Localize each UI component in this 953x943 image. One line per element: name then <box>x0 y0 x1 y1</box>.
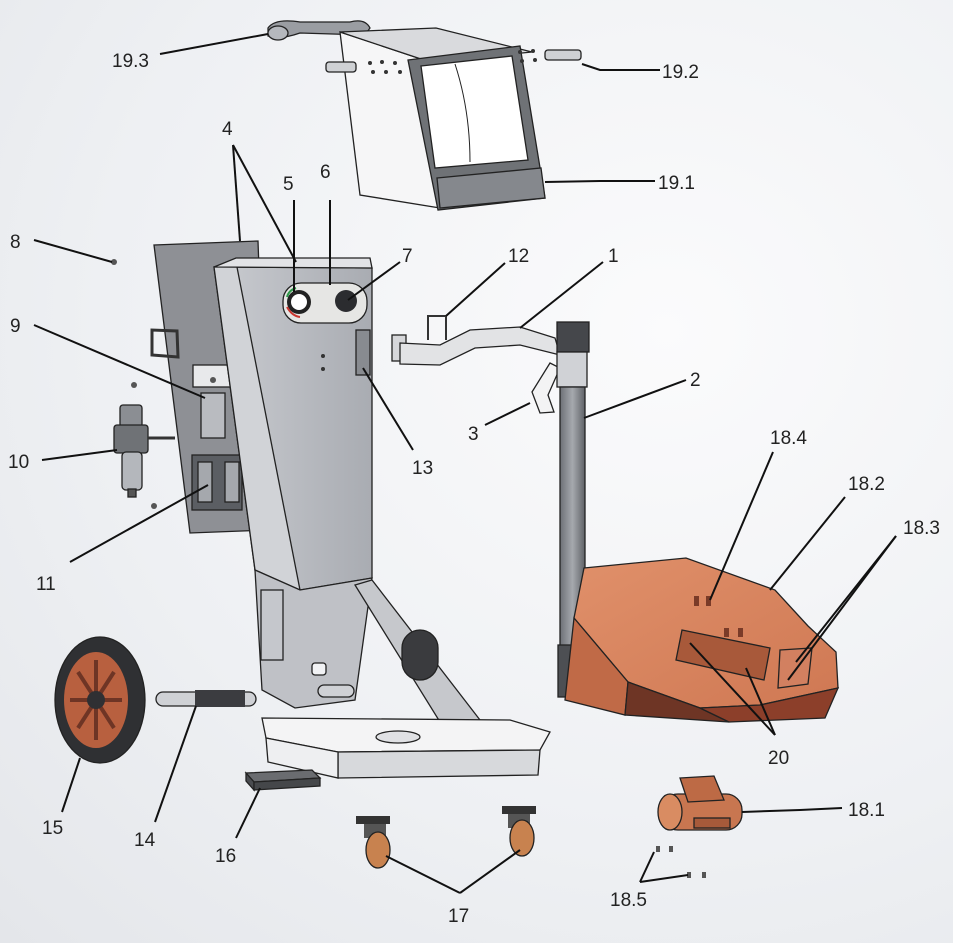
callout-15: 15 <box>42 818 63 839</box>
leader-4b <box>232 144 297 263</box>
main-column <box>213 257 551 779</box>
leader-13 <box>362 367 414 451</box>
leader-10 <box>41 449 118 461</box>
callout-18-1: 18.1 <box>848 800 885 821</box>
leader-19-3 <box>159 33 269 55</box>
callout-3: 3 <box>468 424 479 445</box>
back-panel-handle <box>150 328 180 359</box>
leader-4a <box>232 144 241 242</box>
leader-2 <box>583 379 687 419</box>
callout-18-4: 18.4 <box>770 428 807 449</box>
leader-18-4 <box>709 451 774 601</box>
leader-18-5a <box>639 851 655 883</box>
leader-15 <box>61 757 81 813</box>
leader-7 <box>347 261 401 301</box>
leader-20b <box>745 667 776 736</box>
callout-16: 16 <box>215 846 236 867</box>
leader-17a <box>385 855 461 894</box>
component-11-inner <box>197 461 213 503</box>
leader-18-5b <box>639 874 689 883</box>
pad-16 <box>244 769 322 792</box>
cover-base-strip <box>436 167 546 209</box>
vibrator-18-1 <box>657 775 743 831</box>
component-9-top <box>192 364 234 388</box>
callout-18-5: 18.5 <box>610 890 647 911</box>
leader-16 <box>235 787 261 839</box>
cover-bolt-holes <box>368 49 537 74</box>
bracket-13 <box>355 329 371 376</box>
lower-window <box>260 589 284 661</box>
leader-lines <box>33 33 897 894</box>
callout-9: 9 <box>10 316 21 337</box>
callout-10: 10 <box>8 452 29 473</box>
leader-1 <box>519 261 604 329</box>
leader-8 <box>33 239 113 263</box>
leader-18-2 <box>769 496 846 591</box>
caster-left-17 <box>356 816 391 869</box>
cover-bracket-right <box>544 49 582 61</box>
gauge-5-face <box>291 294 307 310</box>
leader-20a <box>689 642 776 736</box>
cover-window <box>420 55 529 169</box>
callout-7: 7 <box>402 246 413 267</box>
switch-7 <box>335 290 357 312</box>
leader-12 <box>445 262 506 317</box>
leader-19-1 <box>544 180 655 183</box>
gauge-arc-red <box>286 306 301 318</box>
leader-19-2 <box>581 63 660 71</box>
leader-9 <box>33 324 206 399</box>
callout-labels: 19.3 19.2 19.1 4 5 6 7 8 9 10 11 12 1 13… <box>8 51 940 927</box>
handle-arm-assembly <box>391 315 561 414</box>
callout-11: 11 <box>36 574 56 595</box>
callout-17: 17 <box>448 906 469 927</box>
column-lower <box>254 568 373 709</box>
base-plate-side <box>265 737 339 779</box>
leader-14 <box>154 705 197 823</box>
leader-18-3b <box>787 535 897 681</box>
leader-17b <box>459 849 521 894</box>
lever-3 <box>531 362 561 414</box>
cover-bracket-left <box>325 61 357 73</box>
copper-guard-18-2 <box>564 557 840 723</box>
callout-20: 20 <box>768 748 789 769</box>
callout-4: 4 <box>222 119 233 140</box>
leader-11 <box>69 484 209 563</box>
filter-regulator-10 <box>113 404 175 498</box>
wheel-15 <box>54 636 146 764</box>
leader-3 <box>484 402 531 426</box>
callout-12: 12 <box>508 246 529 267</box>
callout-13: 13 <box>412 458 433 479</box>
callout-6: 6 <box>320 162 331 183</box>
callout-14: 14 <box>134 830 156 851</box>
callout-19-1: 19.1 <box>658 173 695 194</box>
callout-18-3: 18.3 <box>903 518 940 539</box>
handle-arm-1 <box>399 326 561 366</box>
small-fasteners <box>111 259 216 509</box>
base-plate-front <box>337 749 541 779</box>
callout-5: 5 <box>283 174 294 195</box>
axle-14 <box>155 684 355 707</box>
top-cover-assembly <box>267 20 582 211</box>
callout-1: 1 <box>608 246 619 267</box>
component-11-inner-2 <box>224 461 240 503</box>
lower-slot <box>311 662 327 676</box>
guard-front-right <box>699 687 840 723</box>
callout-18-2: 18.2 <box>848 474 885 495</box>
cover-wire <box>454 63 471 163</box>
guard-fasteners-18-4 <box>694 596 743 637</box>
screws-18-5 <box>656 846 706 878</box>
base-plate-hole <box>375 730 421 744</box>
callout-8: 8 <box>10 232 21 253</box>
callout-19-3: 19.3 <box>112 51 149 72</box>
guard-plate <box>675 629 771 681</box>
callout-2: 2 <box>690 370 701 391</box>
component-9 <box>200 392 226 439</box>
bracket-12 <box>427 315 447 340</box>
handle-end-left <box>267 25 289 41</box>
caster-right-17 <box>502 806 536 857</box>
leader-18-1 <box>741 807 843 813</box>
back-wheel-partial <box>401 629 439 681</box>
callout-19-2: 19.2 <box>662 62 699 83</box>
